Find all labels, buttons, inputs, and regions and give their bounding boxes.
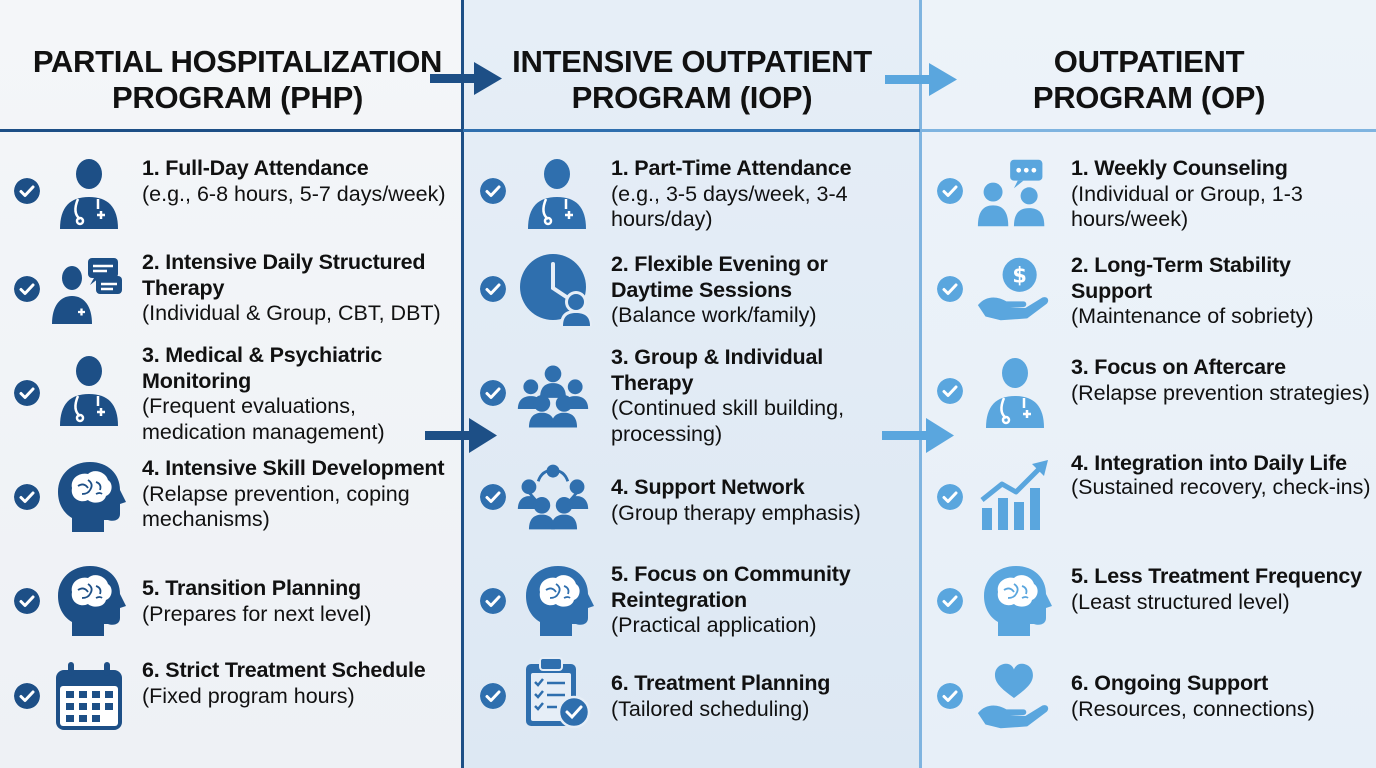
clipboard-check-icon: [526, 657, 591, 729]
item-title: 3. Medical & Psychiatric Monitoring: [142, 343, 383, 393]
doctor-icon: [528, 159, 586, 229]
header-divider: [921, 129, 1376, 132]
growth-chart-icon: [980, 460, 1048, 530]
item-title: 4. Support Network: [611, 475, 805, 499]
php-title-line1: PARTIAL HOSPITALIZATION: [32, 44, 443, 79]
item-desc: (Balance work/family): [611, 303, 817, 327]
item-title: 5. Transition Planning: [142, 576, 361, 600]
checkmark-icon: [937, 484, 963, 510]
arrow-right-icon: [885, 63, 957, 96]
item-desc: (Individual or Group, 1-3 hours/week): [1071, 181, 1303, 232]
item-title: 6. Strict Treatment Schedule: [142, 658, 426, 682]
checkmark-icon: [937, 683, 963, 709]
item-desc: (Tailored scheduling): [611, 696, 810, 721]
hand-coin-icon: $: [977, 257, 1049, 321]
svg-text:$: $: [1012, 263, 1027, 287]
item-desc: (Sustained recovery, check-ins): [1071, 475, 1371, 499]
item-desc: (Relapse prevention, coping mechanisms): [142, 481, 410, 532]
header-divider: [0, 129, 462, 132]
iop-title-line2: PROGRAM (IOP): [571, 80, 813, 115]
column-divider: [461, 0, 464, 768]
checkmark-icon: [14, 484, 40, 510]
checkmark-icon: [480, 588, 506, 614]
checkmark-icon: [937, 178, 963, 204]
checkmark-icon: [937, 276, 963, 302]
php-column: [0, 0, 463, 768]
item-title: 1. Part-Time Attendance: [611, 156, 852, 180]
op-title-line1: OUTPATIENT: [1053, 44, 1245, 79]
item-title: 6. Treatment Planning: [611, 671, 831, 695]
item-desc: (Resources, connections): [1071, 696, 1315, 721]
item-desc: (Least structured level): [1071, 589, 1290, 614]
item-title: 5. Focus on Community Reintegration: [611, 562, 851, 612]
item-title: 3. Group & Individual Therapy: [611, 345, 824, 395]
checkmark-icon: [14, 276, 40, 302]
hand-heart-icon: [977, 663, 1049, 729]
doctor-icon: [60, 159, 118, 229]
brain-head-icon: [58, 566, 126, 636]
item-title: 6. Ongoing Support: [1071, 671, 1269, 695]
doctor-chat-icon: [52, 258, 122, 324]
doctor-icon: [986, 358, 1044, 428]
op-title: OUTPATIENT PROGRAM (OP): [925, 44, 1373, 116]
checkmark-icon: [480, 683, 506, 709]
item-title: 4. Intensive Skill Development: [142, 456, 445, 480]
arrow-right-icon: [430, 62, 502, 95]
item-title: 1. Weekly Counseling: [1071, 156, 1288, 180]
checkmark-icon: [14, 588, 40, 614]
iop-title-line1: INTENSIVE OUTPATIENT: [512, 44, 872, 79]
item-desc: (e.g., 3-5 days/week, 3-4 hours/day): [611, 181, 848, 232]
iop-column: [463, 0, 921, 768]
item-desc: (Relapse prevention strategies): [1071, 380, 1370, 405]
brain-head-icon: [58, 462, 126, 532]
network-icon: [517, 464, 589, 530]
item-desc: (Group therapy emphasis): [611, 500, 861, 525]
arrow-right-icon: [882, 418, 954, 453]
brain-head-icon: [526, 566, 594, 636]
item-title: 3. Focus on Aftercare: [1071, 355, 1286, 379]
checkmark-icon: [480, 380, 506, 406]
item-title: 2. Flexible Evening or Daytime Sessions: [611, 252, 828, 302]
item-desc: (Maintenance of sobriety): [1071, 304, 1314, 328]
php-title: PARTIAL HOSPITALIZATION PROGRAM (PHP): [0, 44, 475, 116]
item-title: 2. Intensive Daily Structured Therapy: [142, 250, 426, 300]
item-desc: (Frequent evaluations, medication manage…: [142, 394, 385, 444]
clock-person-icon: [520, 254, 592, 326]
op-column: [921, 0, 1376, 768]
checkmark-icon: [480, 276, 506, 302]
arrow-right-icon: [425, 418, 497, 453]
column-divider: [919, 0, 922, 768]
checkmark-icon: [480, 484, 506, 510]
checkmark-icon: [14, 380, 40, 406]
counseling-icon: [977, 159, 1045, 227]
item-desc: (Continued skill building, processing): [611, 396, 845, 446]
doctor-icon: [60, 356, 118, 426]
item-desc: (Prepares for next level): [142, 601, 372, 626]
item-desc: (Fixed program hours): [142, 683, 355, 708]
php-title-line2: PROGRAM (PHP): [112, 80, 363, 115]
item-desc: (Individual & Group, CBT, DBT): [142, 301, 441, 325]
calendar-icon: [56, 662, 122, 730]
group-icon: [517, 365, 589, 428]
op-title-line2: PROGRAM (OP): [1032, 80, 1266, 115]
item-title: 4. Integration into Daily Life: [1071, 451, 1347, 475]
item-desc: (Practical application): [611, 613, 817, 637]
header-divider: [463, 129, 920, 132]
item-title: 1. Full-Day Attendance: [142, 156, 369, 180]
item-desc: (e.g., 6-8 hours, 5-7 days/week): [142, 181, 446, 206]
iop-title: INTENSIVE OUTPATIENT PROGRAM (IOP): [467, 44, 917, 116]
item-title: 2. Long-Term Stability Support: [1071, 253, 1291, 303]
brain-head-icon: [984, 566, 1052, 636]
checkmark-icon: [14, 178, 40, 204]
checkmark-icon: [480, 178, 506, 204]
checkmark-icon: [937, 588, 963, 614]
checkmark-icon: [14, 683, 40, 709]
item-title: 5. Less Treatment Frequency: [1071, 564, 1362, 588]
checkmark-icon: [937, 378, 963, 404]
